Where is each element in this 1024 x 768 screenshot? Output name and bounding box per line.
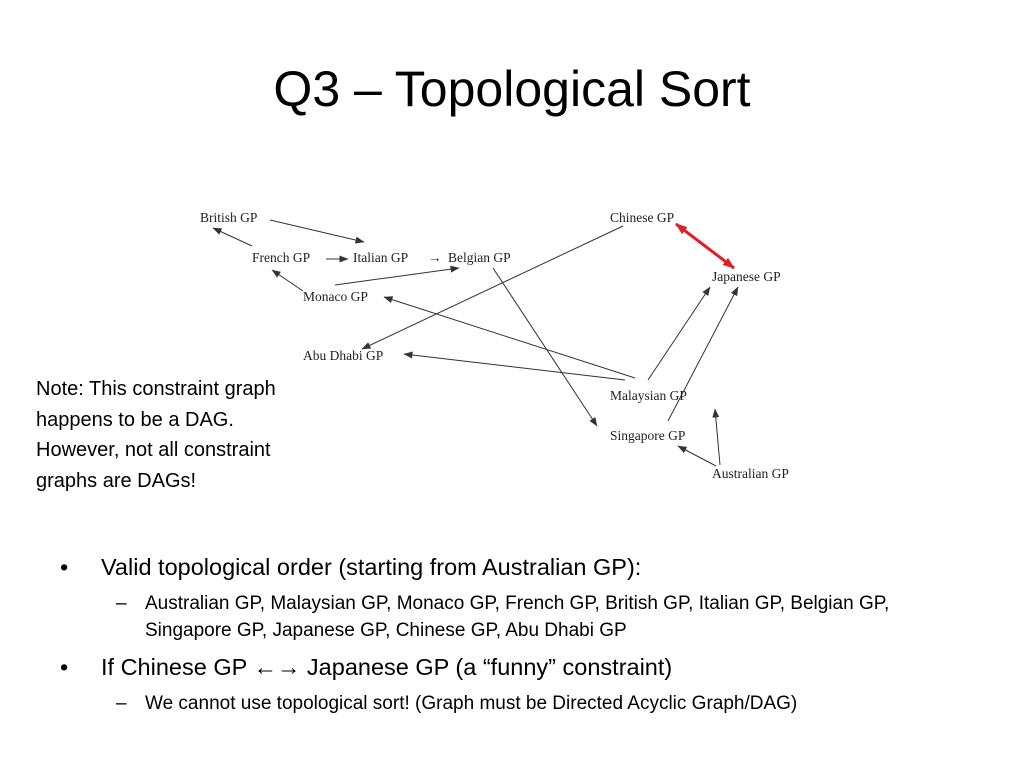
dash-marker: –: [116, 693, 127, 714]
edge-monaco-belgian: [334, 265, 460, 286]
bullet-marker: •: [60, 554, 69, 580]
edge-monaco-french: [271, 269, 304, 292]
node-british-gp: British GP: [200, 210, 257, 225]
edge-british-italian: [269, 219, 365, 244]
dag-requirement-text: We cannot use topological sort! (Graph m…: [145, 693, 798, 714]
dash-marker: –: [116, 593, 127, 614]
node-french-gp: French GP: [252, 250, 310, 265]
edge-australian-singapore: [677, 445, 717, 467]
edge-malaysian-monaco: [383, 296, 636, 379]
edge-australian-malaysian: [712, 408, 721, 466]
bullet-marker: •: [60, 654, 69, 680]
bullet-text: Valid topological order (starting from A…: [101, 554, 642, 580]
slide-title: Q3 – Topological Sort: [273, 61, 751, 117]
node-chinese-gp: Chinese GP: [610, 210, 674, 225]
node-abu-dhabi-gp: Abu Dhabi GP: [303, 348, 383, 363]
edge-belgian-singapore: [492, 267, 598, 427]
topological-order-text: Australian GP, Malaysian GP, Monaco GP, …: [145, 593, 890, 641]
inline-arrow: →: [428, 250, 442, 265]
edge-malaysian-abudhabi: [403, 351, 626, 381]
node-malaysian-gp: Malaysian GP: [610, 388, 687, 403]
node-australian-gp: Australian GP: [712, 466, 789, 481]
edge-malaysian-japanese: [647, 286, 711, 381]
dag-note: Note: This constraint graph happens to b…: [36, 378, 276, 492]
bullet-text: If Chinese GP ←→ Japanese GP (a “funny” …: [101, 654, 673, 680]
node-japanese-gp: Japanese GP: [712, 269, 781, 284]
node-monaco-gp: Monaco GP: [303, 289, 368, 304]
edge-singapore-japanese: [667, 286, 739, 422]
edge-chinese-japanese-funny: [675, 222, 735, 270]
node-italian-gp: Italian GP: [353, 250, 408, 265]
node-belgian-gp: Belgian GP: [448, 250, 511, 265]
edge-chinese-abudhabi: [361, 225, 624, 350]
node-singapore-gp: Singapore GP: [610, 428, 685, 443]
edge-french-british: [212, 227, 253, 247]
